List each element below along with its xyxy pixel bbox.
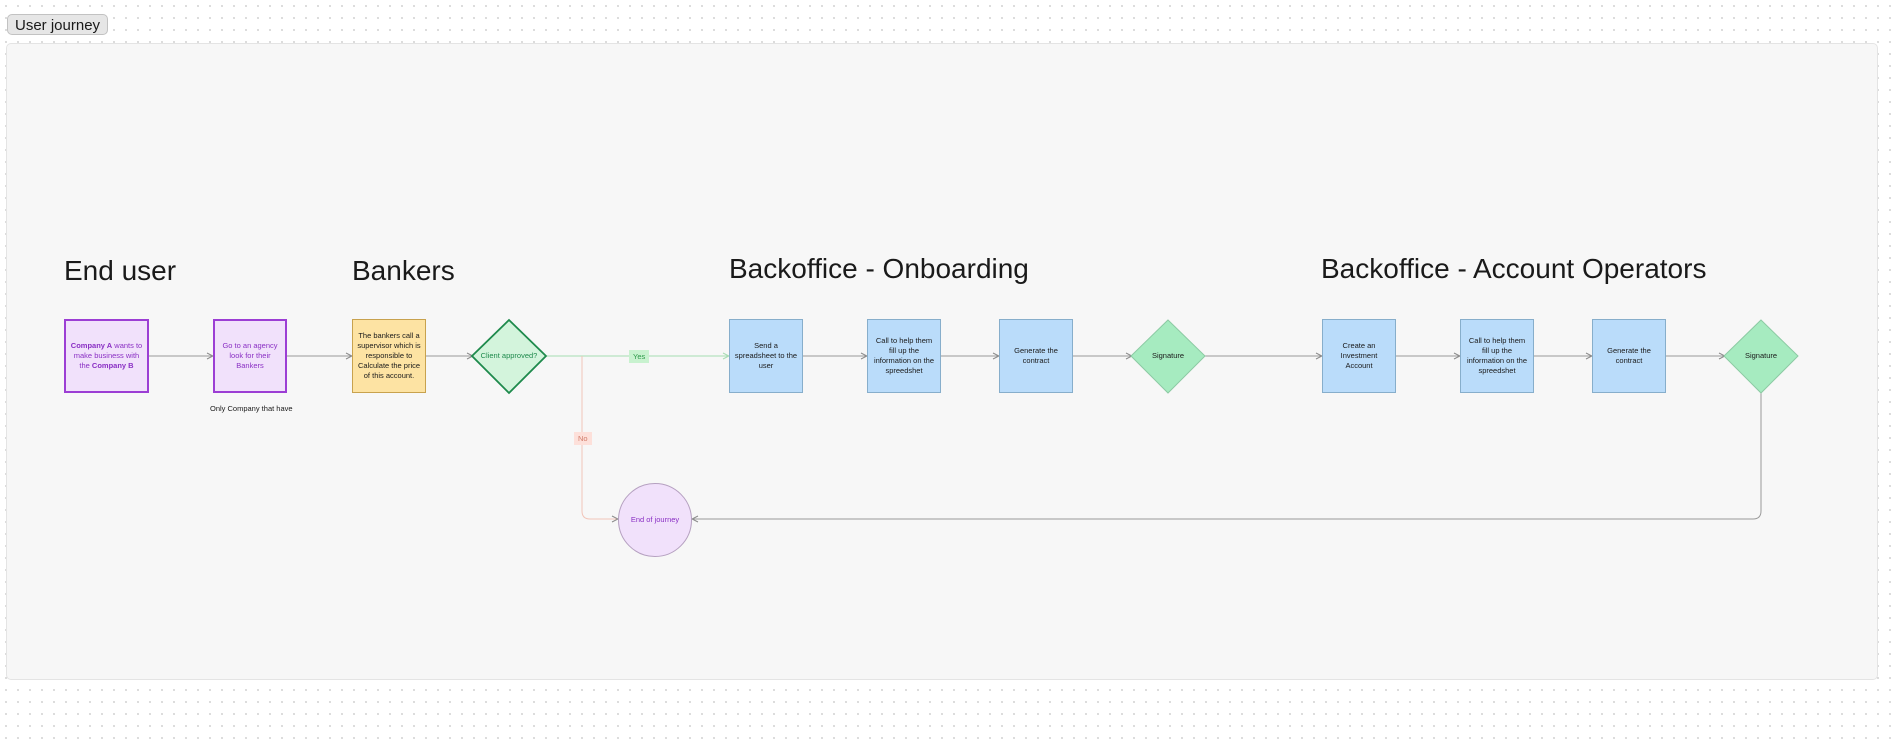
node-bankers-call-text: The bankers call a supervisor which is r… xyxy=(357,331,421,380)
node-send-spreadsheet-text: Send a spreadsheet to the user xyxy=(734,341,798,370)
lane-title-bankers: Bankers xyxy=(352,255,455,286)
node-create-investment[interactable]: Create an Investment Account xyxy=(1322,319,1396,393)
node-bankers-call[interactable]: The bankers call a supervisor which is r… xyxy=(352,319,426,393)
node-generate-contract-1-text: Generate the contract xyxy=(1014,346,1058,365)
node-create-investment-text: Create an Investment Account xyxy=(1340,341,1378,370)
section-title[interactable]: User journey xyxy=(7,14,109,35)
node-company-a[interactable]: Company A wants to make business with th… xyxy=(64,319,149,393)
node-generate-contract-2[interactable]: Generate the contract xyxy=(1592,319,1666,393)
node-company-a-text: Company A wants to make business with th… xyxy=(70,341,143,370)
signature-1-label[interactable]: Signature xyxy=(1151,351,1185,360)
agency-note: Only Company that have xyxy=(210,404,293,413)
node-generate-contract-1[interactable]: Generate the contract xyxy=(999,319,1073,393)
node-generate-contract-2-text: Generate the contract xyxy=(1607,346,1651,365)
lane-title-operators: Backoffice - Account Operators xyxy=(1321,253,1707,284)
edge-label-yes: Yes xyxy=(629,350,650,363)
edge-label-no: No xyxy=(574,432,592,445)
lane-title-end-user: End user xyxy=(64,255,177,286)
node-agency-text: Go to an agency look for their Bankers xyxy=(222,341,278,370)
decision-diamond xyxy=(470,318,548,395)
node-call-help-1[interactable]: Call to help them fill up the informatio… xyxy=(867,319,941,393)
node-end-of-journey[interactable]: End of journey xyxy=(618,483,692,557)
decision-label[interactable]: Client approved? xyxy=(480,351,538,360)
section-frame xyxy=(6,43,1878,680)
node-send-spreadsheet[interactable]: Send a spreadsheet to the user xyxy=(729,319,803,393)
node-agency[interactable]: Go to an agency look for their Bankers xyxy=(213,319,287,393)
signature-2-diamond xyxy=(1723,319,1799,394)
signature-1-diamond xyxy=(1130,319,1206,394)
node-call-help-2-text: Call to help them fill up the informatio… xyxy=(1466,336,1528,375)
edge-signature2-to-end xyxy=(692,393,1762,519)
node-call-help-1-text: Call to help them fill up the informatio… xyxy=(873,336,935,375)
lane-title-onboarding: Backoffice - Onboarding xyxy=(729,253,1029,284)
edge-no xyxy=(581,356,618,519)
node-end-of-journey-text: End of journey xyxy=(630,515,680,524)
signature-2-label[interactable]: Signature xyxy=(1744,351,1778,360)
node-call-help-2[interactable]: Call to help them fill up the informatio… xyxy=(1460,319,1534,393)
